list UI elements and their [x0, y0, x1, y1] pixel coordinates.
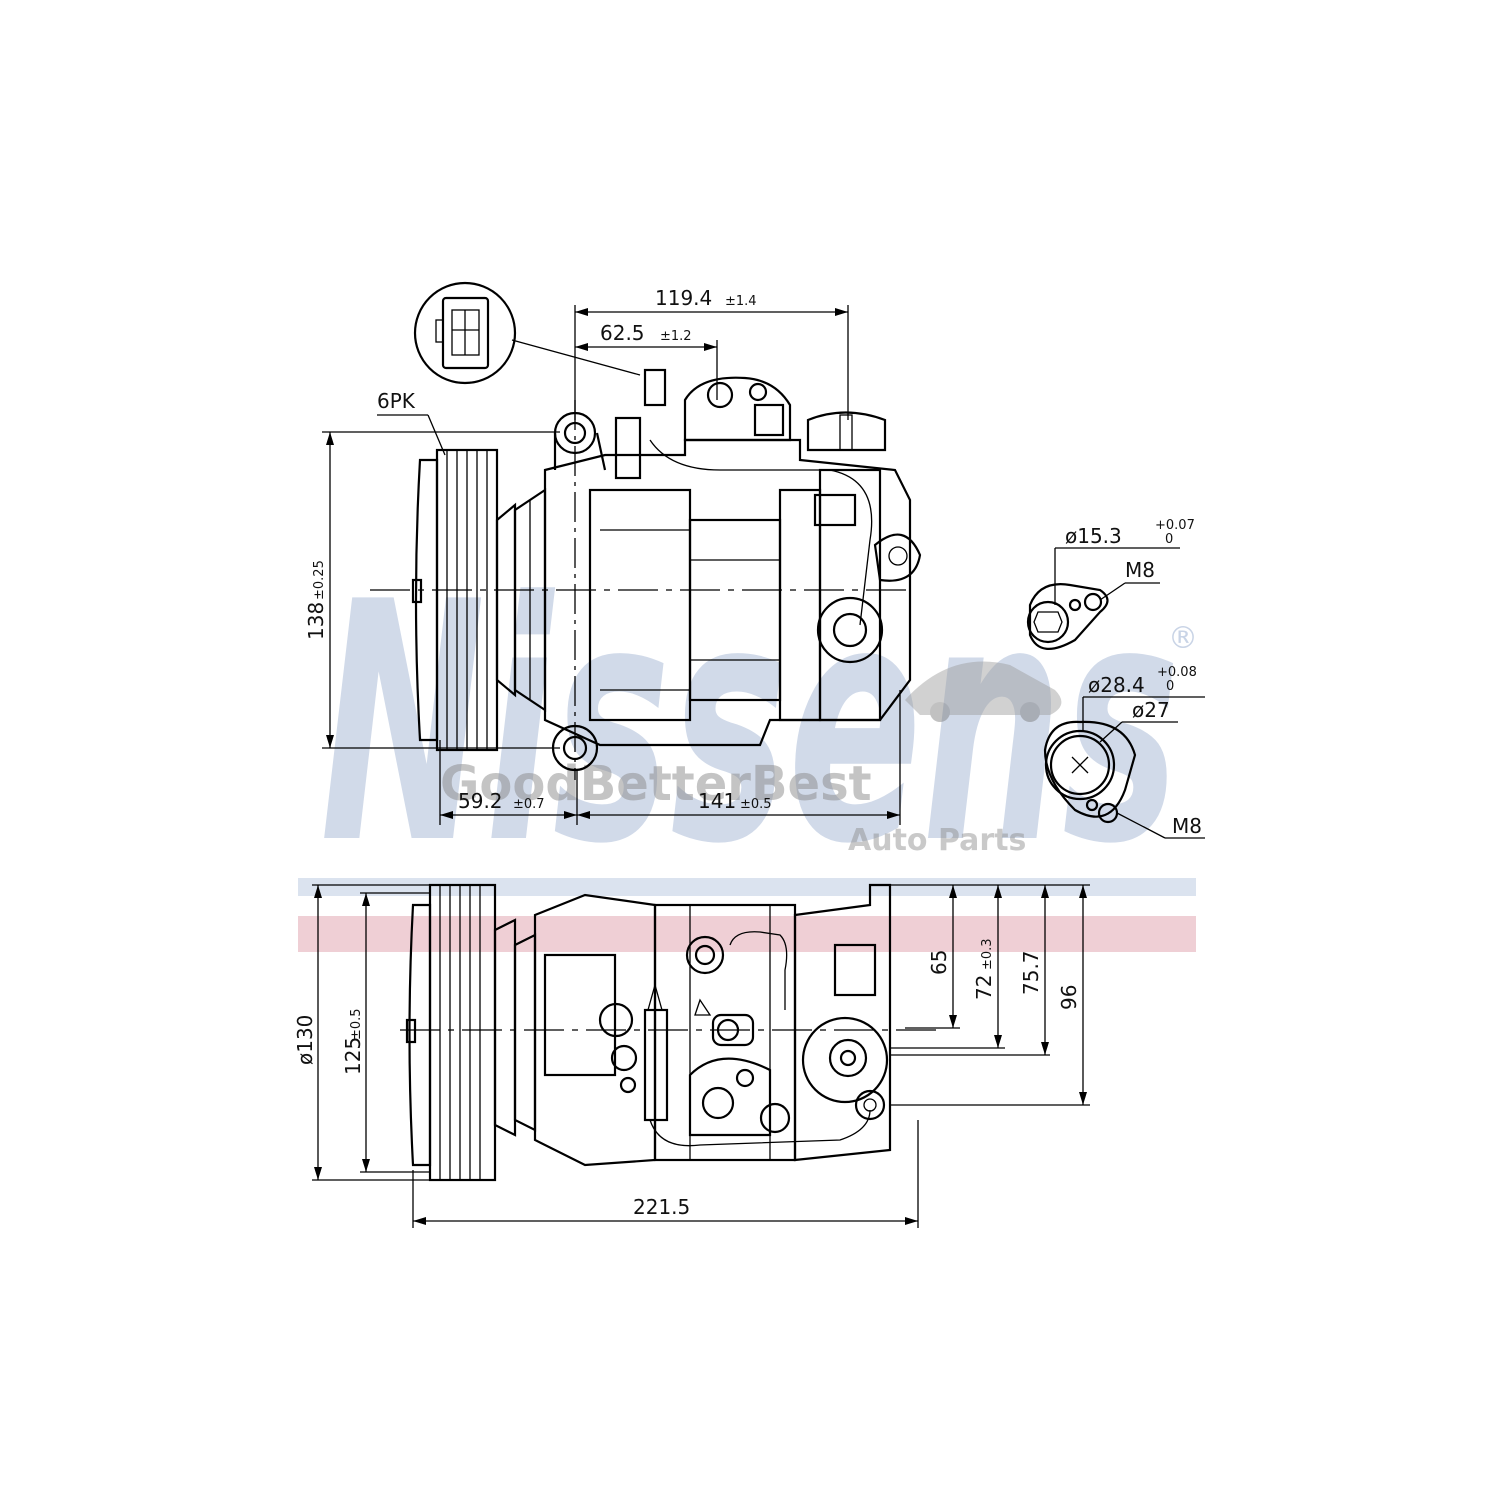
svg-text:ø130: ø130 — [293, 1015, 317, 1065]
watermark-band-blue — [298, 878, 1196, 896]
svg-text:65: 65 — [927, 950, 951, 975]
belt-label: 6PK — [377, 389, 446, 456]
svg-text:75.7: 75.7 — [1019, 950, 1043, 995]
dim-overall-width: 119.4 ±1.4 — [574, 286, 849, 420]
svg-text:62.5: 62.5 — [600, 321, 645, 345]
port-detail-1: ø15.3 +0.07 0 M8 — [1026, 518, 1195, 650]
svg-text:±0.7: ±0.7 — [513, 797, 545, 812]
watermark-registered: ® — [1168, 621, 1198, 656]
svg-text:±0.25: ±0.25 — [312, 560, 327, 600]
svg-text:0: 0 — [1165, 532, 1173, 547]
svg-text:221.5: 221.5 — [633, 1195, 690, 1219]
side-view: ø130 125 ±0.5 65 72 ±0.3 — [293, 883, 1090, 1228]
dim-bottom-top-view: 59.2 ±0.7 141 ±0.5 — [439, 690, 901, 825]
watermark: Nissens ® GoodBetterBest Auto Parts — [298, 532, 1198, 952]
svg-text:0: 0 — [1166, 679, 1174, 694]
svg-text:59.2: 59.2 — [458, 789, 503, 813]
svg-text:125: 125 — [341, 1037, 365, 1075]
watermark-band-red — [298, 916, 1196, 952]
svg-text:±1.4: ±1.4 — [725, 294, 757, 309]
watermark-sub: Auto Parts — [848, 823, 1026, 858]
svg-text:+0.08: +0.08 — [1157, 665, 1197, 680]
svg-text:M8: M8 — [1172, 814, 1202, 838]
svg-text:±1.2: ±1.2 — [660, 329, 692, 344]
watermark-brand: Nissens — [320, 532, 1180, 916]
port-detail-2: ø28.4 +0.08 0 ø27 M8 — [1043, 665, 1205, 839]
svg-text:ø27: ø27 — [1132, 698, 1170, 722]
dim-pulley-diameter: ø130 — [293, 884, 430, 1181]
svg-text:±0.3: ±0.3 — [980, 938, 995, 970]
svg-text:+0.07: +0.07 — [1155, 518, 1195, 533]
svg-text:72: 72 — [972, 975, 996, 1000]
svg-text:138: 138 — [304, 602, 328, 640]
dim-height: 138 ±0.25 — [304, 431, 560, 749]
compressor-body-top — [543, 368, 922, 747]
connector-detail — [413, 281, 641, 385]
pulley-side — [405, 883, 517, 1182]
dim-pulley-inner: 125 ±0.5 — [341, 892, 430, 1173]
svg-text:±0.5: ±0.5 — [349, 1008, 364, 1040]
svg-text:±0.5: ±0.5 — [740, 797, 772, 812]
svg-text:96: 96 — [1057, 985, 1081, 1010]
svg-text:ø15.3: ø15.3 — [1065, 524, 1122, 548]
dim-right-heights: 65 72 ±0.3 75.7 96 — [870, 884, 1090, 1106]
svg-text:ø28.4: ø28.4 — [1088, 673, 1145, 697]
svg-text:141: 141 — [698, 789, 736, 813]
svg-text:6PK: 6PK — [377, 389, 416, 413]
top-view: 119.4 ±1.4 62.5 ±1.2 6PK 138 ±0.25 — [304, 281, 922, 825]
svg-text:M8: M8 — [1125, 558, 1155, 582]
svg-text:119.4: 119.4 — [655, 286, 712, 310]
watermark-car-icon — [905, 661, 1062, 722]
watermark-stack: GoodBetterBest — [440, 756, 872, 812]
pulley-top — [411, 448, 517, 752]
dim-connector: 62.5 ±1.2 — [575, 321, 718, 400]
dim-overall-length: 221.5 — [412, 1120, 919, 1228]
